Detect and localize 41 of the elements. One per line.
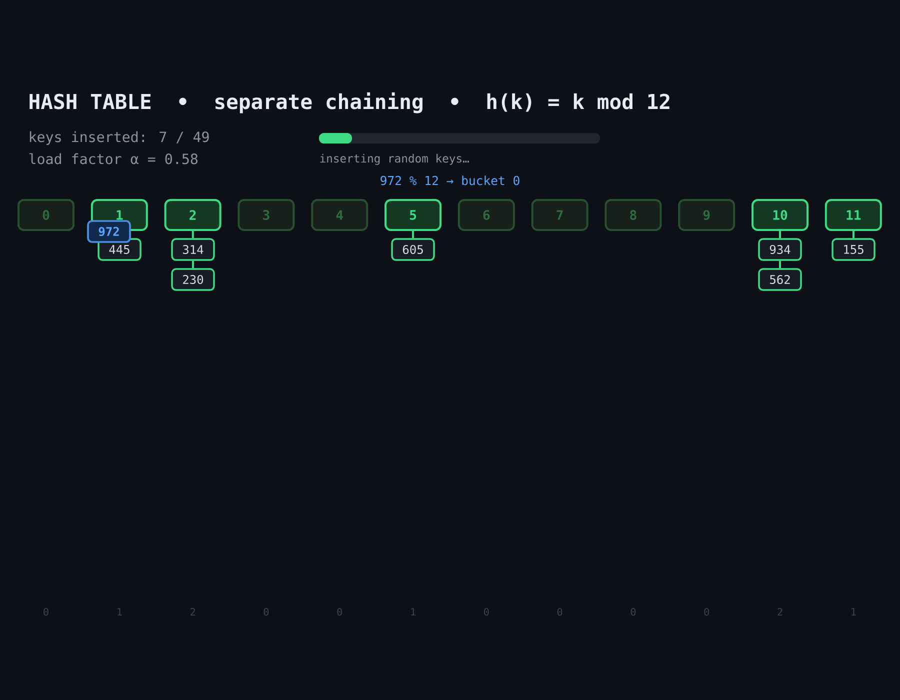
bucket-box: 8: [604, 199, 662, 231]
key-box: 562: [758, 268, 802, 291]
bucket-box: 6: [458, 199, 515, 231]
count-label: 0: [44, 608, 48, 616]
stats-text: load factor α = 0.58: [29, 153, 198, 164]
count-label: 2: [190, 608, 195, 616]
key-box: 230: [171, 268, 215, 291]
count-label: 2: [778, 608, 782, 616]
count-label: 0: [704, 608, 709, 616]
title: HASH TABLE • separate chaining • h(k) = k mod 12: [30, 92, 670, 114]
bucket-box: 10: [752, 199, 808, 231]
bucket-box: 3: [238, 199, 295, 231]
key-box: 934: [758, 238, 802, 261]
count-label: 0: [484, 608, 489, 616]
bucket-box: 4: [311, 199, 368, 231]
bucket-box: 7: [531, 199, 588, 231]
key-box: 605: [391, 238, 435, 261]
bucket-box: 11: [824, 199, 882, 231]
key-box: 155: [832, 238, 876, 261]
chain-link: [779, 231, 781, 238]
chain-link: [192, 260, 194, 268]
status-text: inserting random keys…: [320, 154, 469, 165]
count-label: 1: [118, 608, 122, 616]
bucket-box: 5: [384, 199, 442, 231]
count-label: 1: [411, 608, 416, 616]
hash-calculation-text: 972 % 12 → bucket 0: [380, 176, 520, 186]
count-label: 0: [630, 608, 636, 616]
chain-link: [852, 231, 854, 238]
key-box: 314: [171, 238, 215, 261]
chain-link: [192, 231, 194, 238]
incoming-key-box: 972: [87, 220, 131, 243]
count-label: 0: [264, 608, 269, 616]
chain-link: [412, 231, 414, 238]
count-label: 0: [337, 608, 342, 616]
count-label: 0: [557, 608, 562, 616]
bucket-box: 0: [18, 199, 74, 231]
chain-link: [779, 260, 781, 268]
bucket-box: 9: [678, 199, 736, 231]
bucket-box: 2: [164, 199, 222, 231]
count-label: 1: [852, 608, 856, 616]
stats-text: keys inserted: 7 / 49: [30, 131, 209, 145]
